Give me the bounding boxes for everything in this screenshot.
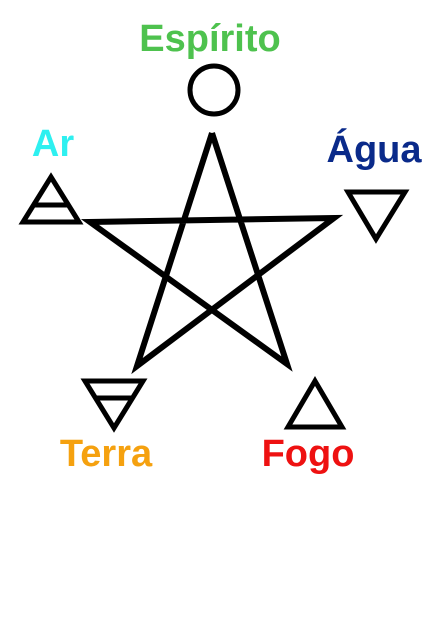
circle-icon [187, 63, 241, 117]
label-earth: Terra [60, 433, 153, 475]
down-triangle-icon [343, 189, 410, 244]
up-triangle-icon [283, 376, 347, 430]
up-triangle-bar-icon [18, 172, 84, 225]
down-triangle-bar-icon [80, 378, 148, 433]
label-water: Água [327, 127, 423, 171]
label-air: Ar [32, 123, 74, 165]
label-fire: Fogo [262, 433, 355, 475]
label-spirit: Espírito [139, 18, 280, 60]
pentagram-star [80, 132, 344, 375]
